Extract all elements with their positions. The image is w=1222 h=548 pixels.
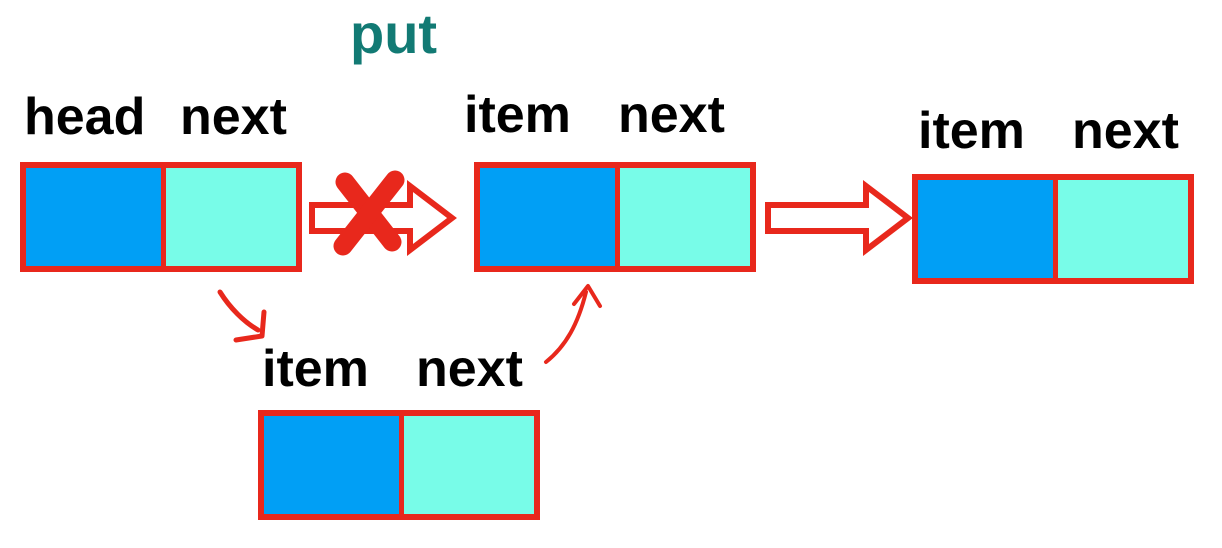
node-2-next-cell: [1053, 180, 1188, 278]
head-node-label-left: head: [24, 88, 146, 146]
node-2-data-cell: [918, 180, 1053, 278]
head-node-data-cell: [26, 168, 161, 266]
node-1: [474, 162, 756, 272]
diagram-title: put: [350, 2, 438, 65]
new-node: [258, 410, 540, 520]
node-1-label-left: item: [464, 86, 571, 144]
head-node-label-right: next: [180, 88, 287, 146]
new-node-to-node1-arrow: [544, 284, 602, 364]
node-1-next-cell: [615, 168, 750, 266]
node-1-data-cell: [480, 168, 615, 266]
node-2-label-left: item: [918, 102, 1025, 160]
node-1-label-right: next: [618, 86, 725, 144]
link-arrow-node1-to-node2: [765, 179, 913, 257]
new-node-next-cell: [399, 416, 534, 514]
head-to-new-node-arrow: [217, 289, 267, 343]
new-node-label-right: next: [416, 340, 523, 398]
node-2: [912, 174, 1194, 284]
node-2-label-right: next: [1072, 102, 1179, 160]
new-node-label-left: item: [262, 340, 369, 398]
head-node: [20, 162, 302, 272]
cross-icon: [333, 170, 405, 256]
head-node-next-cell: [161, 168, 296, 266]
new-node-data-cell: [264, 416, 399, 514]
